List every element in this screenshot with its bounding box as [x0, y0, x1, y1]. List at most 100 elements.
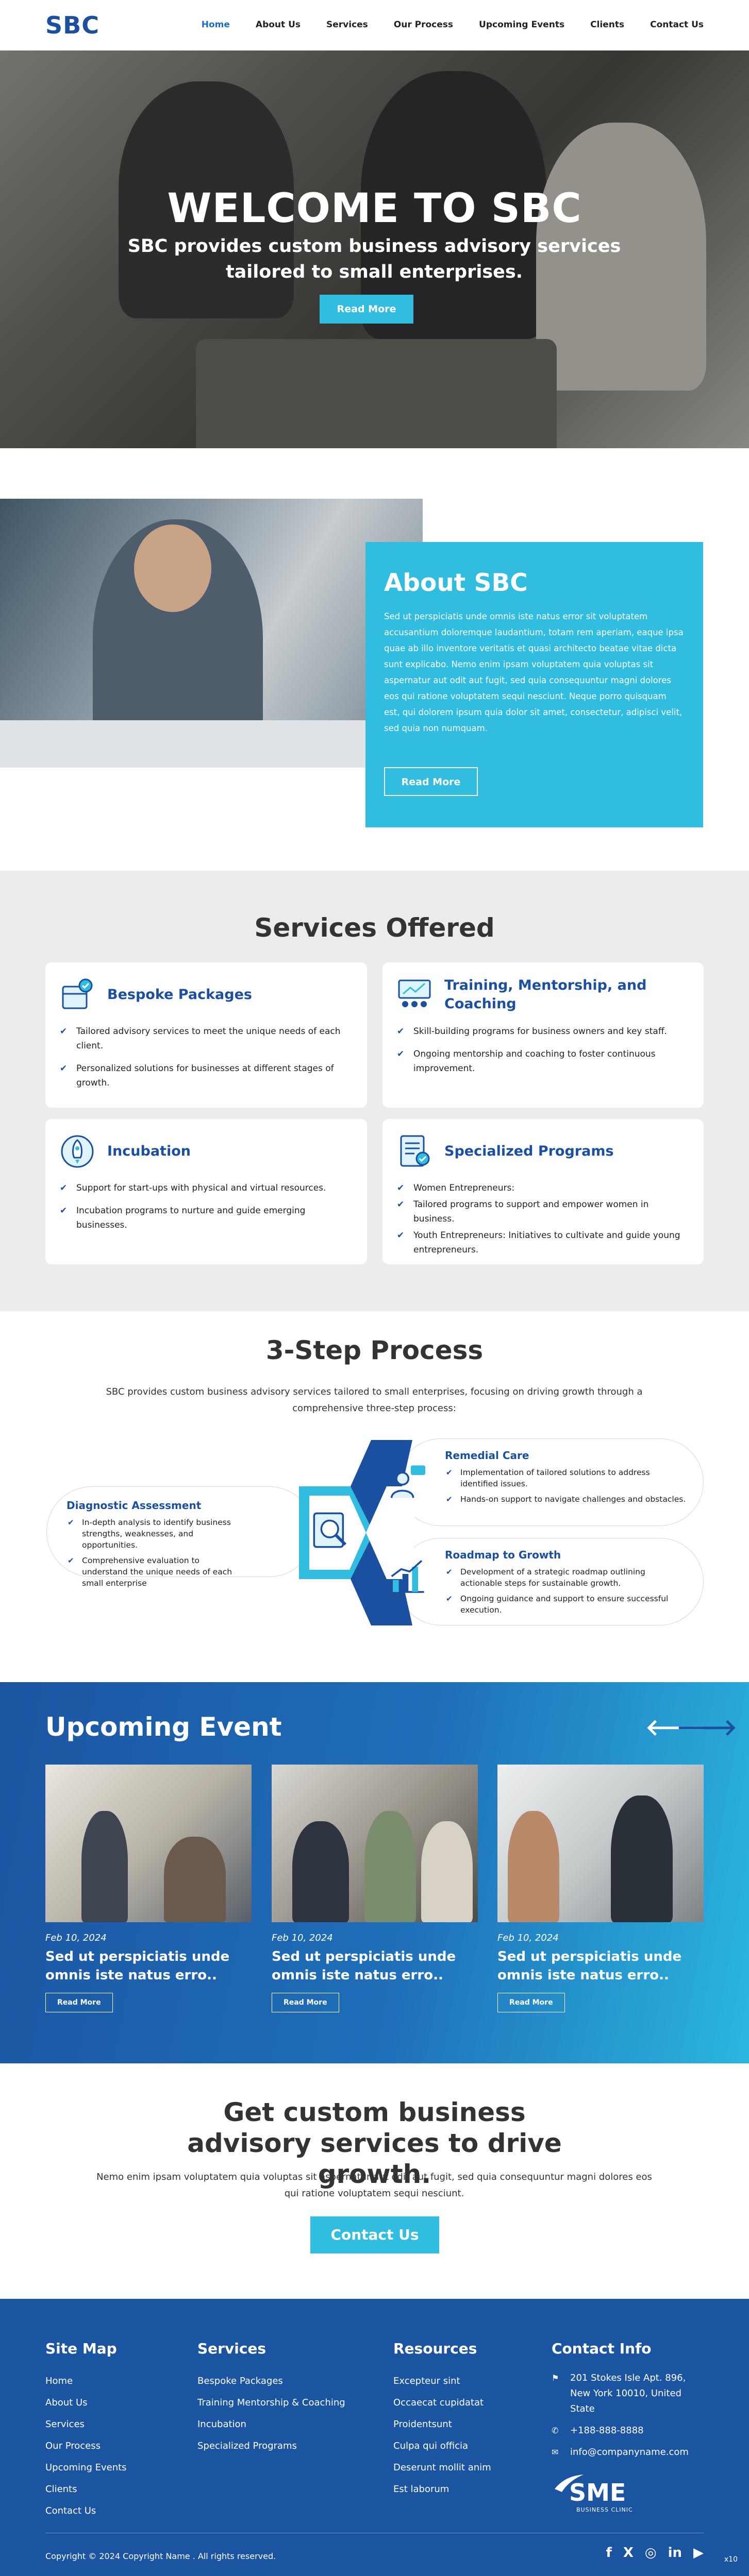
service-bullet: Support for start-ups with physical and …	[59, 1181, 354, 1195]
footer-link[interactable]: Our Process	[45, 2441, 101, 2451]
magnifier-icon	[313, 1512, 347, 1548]
footer-link[interactable]: Contact Us	[45, 2505, 96, 2516]
service-bullet: Ongoing mentorship and coaching to foste…	[396, 1047, 690, 1076]
footer-heading: Resources	[393, 2340, 477, 2357]
footer-address: ⚑201 Stokes Isle Apt. 896, New York 1001…	[552, 2370, 706, 2417]
service-card[interactable]: Training, Mentorship, and Coaching Skill…	[382, 962, 704, 1108]
about-title: About SBC	[384, 569, 528, 597]
footer-services: Services Bespoke Packages Training Mento…	[197, 2340, 345, 2457]
top-navbar: SBC Home About Us Services Our Process U…	[0, 0, 749, 50]
footer-contact: Contact Info ⚑201 Stokes Isle Apt. 896, …	[552, 2340, 706, 2515]
hero-subtitle: SBC provides custom business advisory se…	[127, 236, 621, 282]
footer-heading: Contact Info	[552, 2340, 652, 2357]
event-read-more-button[interactable]: Read More	[272, 1993, 339, 2012]
nav-clients[interactable]: Clients	[590, 20, 625, 30]
service-card-title: Incubation	[107, 1143, 191, 1159]
x-icon[interactable]: X	[623, 2545, 634, 2561]
footer-link[interactable]: Services	[45, 2419, 85, 2430]
service-card[interactable]: Bespoke Packages Tailored advisory servi…	[45, 962, 367, 1108]
event-photo-figure	[421, 1821, 473, 1922]
process-title: 3-Step Process	[265, 1335, 484, 1365]
event-photo	[272, 1765, 478, 1922]
social-links: f X ◎ in ▶	[606, 2545, 704, 2561]
event-photo-figure	[364, 1811, 416, 1922]
phone-icon: ✆	[552, 2426, 559, 2435]
process-bullet: Development of a strategic roadmap outli…	[445, 1566, 688, 1589]
nav-contact[interactable]: Contact Us	[650, 20, 704, 30]
footer-link[interactable]: About Us	[45, 2397, 88, 2408]
footer-link[interactable]: Proidentsunt	[393, 2419, 452, 2430]
event-photo-figure	[508, 1811, 559, 1922]
process-step-diagnostic: Diagnostic Assessment In-depth analysis …	[46, 1486, 314, 1588]
sme-logo-swoosh	[555, 2475, 584, 2492]
corner-badge: x10	[724, 2555, 738, 2564]
footer: Site Map Home About Us Services Our Proc…	[0, 2299, 749, 2576]
hero-title: WELCOME TO SBC	[167, 185, 582, 232]
process-step-title: Roadmap to Growth	[445, 1549, 561, 1561]
footer-link[interactable]: Est laborum	[393, 2484, 450, 2495]
about-photo-face	[134, 524, 211, 612]
cta-body: Nemo enim ipsam voluptatem quia voluptas…	[96, 2172, 652, 2199]
nav-services[interactable]: Services	[326, 20, 368, 30]
event-title: Sed ut perspiciatis unde omnis iste natu…	[45, 1949, 230, 1983]
footer-link[interactable]: Culpa qui officia	[393, 2441, 469, 2451]
event-date: Feb 10, 2024	[272, 1933, 333, 1943]
event-photo-figure	[81, 1811, 128, 1922]
event-card[interactable]: Feb 10, 2024 Sed ut perspiciatis unde om…	[497, 1765, 704, 2012]
next-arrow-icon[interactable]: 🡒	[676, 1715, 737, 1741]
about-photo-desk	[0, 720, 423, 768]
instagram-icon[interactable]: ◎	[644, 2545, 657, 2561]
nav-events[interactable]: Upcoming Events	[479, 20, 565, 30]
footer-link[interactable]: Excepteur sint	[393, 2376, 460, 2386]
service-card[interactable]: Incubation Support for start-ups with ph…	[45, 1119, 367, 1264]
event-read-more-button[interactable]: Read More	[45, 1993, 113, 2012]
prev-arrow-icon[interactable]: 🡐	[645, 1715, 706, 1741]
event-date: Feb 10, 2024	[45, 1933, 107, 1943]
process-description: SBC provides custom business advisory se…	[106, 1386, 643, 1414]
site-logo[interactable]: SBC	[45, 11, 99, 39]
events-section: Upcoming Event 🡐 🡒 Feb 10, 2024 Sed ut p…	[0, 1682, 749, 2063]
event-read-more-button[interactable]: Read More	[497, 1993, 565, 2012]
service-bullet: Youth Entrepreneurs: Initiatives to cult…	[396, 1228, 690, 1257]
footer-email[interactable]: ✉ info@companyname.com	[552, 2445, 706, 2460]
event-title: Sed ut perspiciatis unde omnis iste natu…	[272, 1949, 456, 1983]
contact-us-button[interactable]: Contact Us	[310, 2216, 439, 2253]
footer-phone[interactable]: ✆+188-888-8888	[552, 2423, 706, 2438]
process-step-title: Remedial Care	[445, 1449, 529, 1462]
process-step-remedial: Remedial Care Implementation of tailored…	[397, 1438, 704, 1526]
about-photo	[0, 499, 423, 768]
footer-link[interactable]: Occaecat cupidatat	[393, 2397, 484, 2408]
roadmap-icon	[390, 1560, 424, 1593]
youtube-icon[interactable]: ▶	[693, 2545, 704, 2561]
main-menu: Home About Us Services Our Process Upcom…	[202, 20, 704, 30]
event-card[interactable]: Feb 10, 2024 Sed ut perspiciatis unde om…	[45, 1765, 252, 2012]
footer-link[interactable]: Home	[45, 2376, 73, 2386]
about-read-more-button[interactable]: Read More	[384, 767, 478, 796]
footer-link[interactable]: Incubation	[197, 2419, 246, 2430]
rocket-icon	[61, 1135, 94, 1168]
nav-process[interactable]: Our Process	[393, 20, 454, 30]
sme-logo: SME BUSINESS CLINIC	[554, 2473, 646, 2515]
footer-link[interactable]: Specialized Programs	[197, 2441, 297, 2451]
process-bullet: Comprehensive evaluation to understand t…	[66, 1555, 242, 1589]
linkedin-icon[interactable]: in	[668, 2545, 682, 2561]
footer-email-text: info@companyname.com	[570, 2447, 689, 2458]
nav-home[interactable]: Home	[201, 20, 230, 30]
footer-link[interactable]: Bespoke Packages	[197, 2376, 283, 2386]
footer-link[interactable]: Clients	[45, 2484, 77, 2495]
service-bullet: Personalized solutions for businesses at…	[59, 1061, 354, 1090]
footer-address-text: 201 Stokes Isle Apt. 896, New York 10010…	[570, 2372, 686, 2414]
sme-logo-name: SME	[569, 2479, 626, 2506]
event-photo	[45, 1765, 252, 1922]
footer-link[interactable]: Training Mentorship & Coaching	[197, 2397, 345, 2408]
service-bullet: Women Entrepreneurs:	[396, 1181, 690, 1195]
service-card[interactable]: Specialized Programs Women Entrepreneurs…	[382, 1119, 704, 1264]
sme-logo-tagline: BUSINESS CLINIC	[576, 2506, 633, 2513]
facebook-icon[interactable]: f	[606, 2545, 612, 2561]
nav-about[interactable]: About Us	[255, 20, 301, 30]
event-card[interactable]: Feb 10, 2024 Sed ut perspiciatis unde om…	[272, 1765, 478, 2012]
hero-read-more-button[interactable]: Read More	[320, 295, 413, 324]
footer-link[interactable]: Deserunt mollit anim	[393, 2462, 491, 2473]
mail-icon: ✉	[552, 2447, 559, 2457]
footer-link[interactable]: Upcoming Events	[45, 2462, 127, 2473]
